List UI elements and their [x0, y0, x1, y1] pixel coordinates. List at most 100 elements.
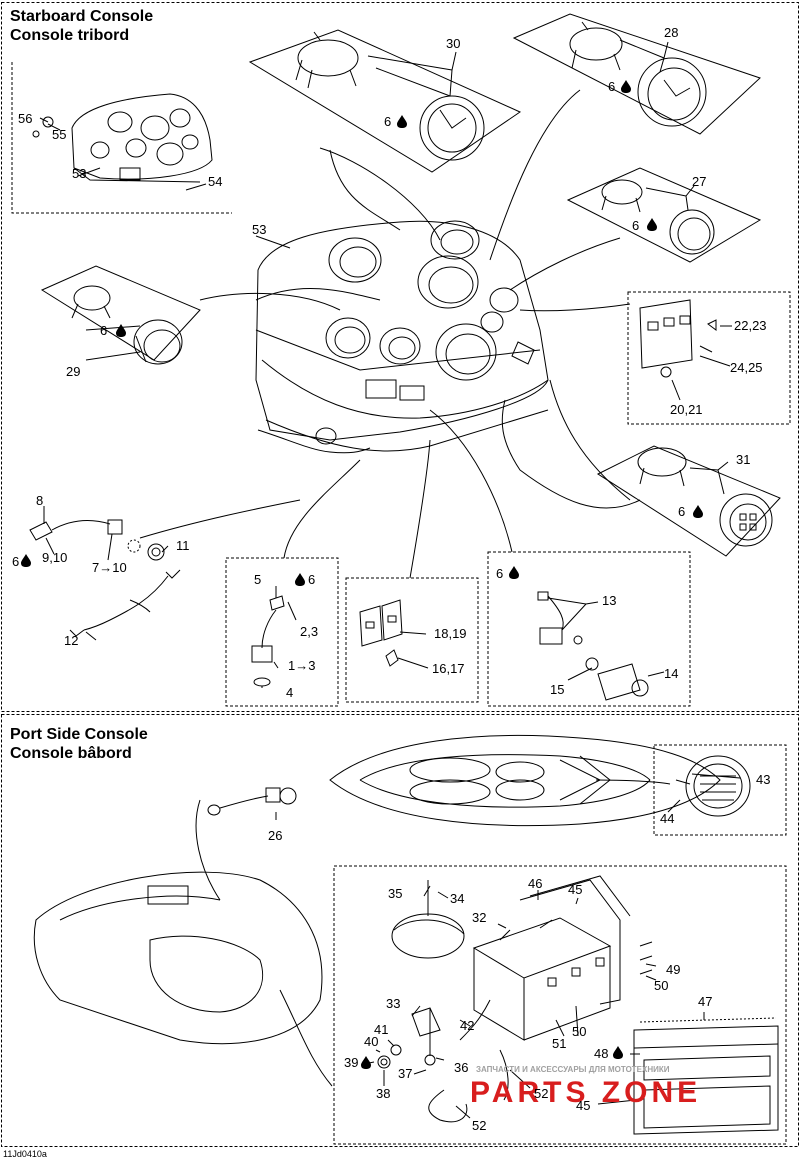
callout-label: 27 [692, 174, 706, 189]
callout-label: 41 [374, 1022, 388, 1037]
port-frame [1, 714, 799, 1147]
speaker-inset [653, 744, 787, 836]
starboard-frame [1, 2, 799, 712]
plug-assembly [207, 787, 297, 816]
callout-labels: 30 6 28 6 5 6 55 53 54 27 6 53 22,23 24,2… [12, 25, 770, 1133]
gauge-29 [71, 285, 183, 365]
fuse-inset [225, 557, 339, 707]
callout-label: 6 [100, 323, 107, 338]
port-title-en: Port Side Console [10, 726, 148, 743]
callout-label: 42 [460, 1018, 474, 1033]
callout-label: 12 [64, 633, 78, 648]
callout-label: 53 [252, 222, 266, 237]
callout-label: 30 [446, 36, 460, 51]
gauge-27 [601, 179, 715, 255]
callout-label: 7→10 [92, 560, 127, 575]
callout-label: 2,3 [300, 624, 318, 639]
callout-label: 36 [454, 1060, 468, 1075]
callout-label: 45 [568, 882, 582, 897]
callout-label: 32 [472, 910, 486, 925]
callout-label: 6 [12, 554, 19, 569]
callout-label: 20,21 [670, 402, 703, 417]
gauge-30 [295, 31, 485, 161]
callout-label: 11 [176, 538, 190, 553]
starboard-title-en: Starboard Console [10, 8, 154, 25]
callout-label: 29 [66, 364, 80, 379]
callout-label: 28 [664, 25, 678, 40]
drop-icon [509, 566, 519, 579]
callout-label: 47 [698, 994, 712, 1009]
callout-label: 55 [52, 127, 66, 142]
gauge-31 [637, 447, 773, 547]
overview-console [32, 93, 213, 183]
callout-label: 50 [654, 978, 668, 993]
gauge27-plate [566, 167, 762, 263]
callout-label: 31 [736, 452, 750, 467]
starter-switch [537, 591, 649, 701]
callout-label: 45 [576, 1098, 590, 1113]
callout-label: 5 [254, 572, 261, 587]
callout-label: 6 [308, 572, 315, 587]
callout-label: 43 [756, 772, 770, 787]
callout-label: 52 [534, 1086, 548, 1101]
oil-drop-icons [21, 80, 703, 1069]
callout-label: 51 [552, 1036, 566, 1051]
callout-label: 9,10 [42, 550, 67, 565]
callout-label: 46 [528, 876, 542, 891]
drop-icon [397, 115, 407, 128]
console-dashboard [255, 220, 631, 501]
callout-label: 16,17 [432, 661, 465, 676]
switch-inset [345, 577, 479, 703]
callout-label: 24,25 [730, 360, 763, 375]
gauge31-plate [596, 445, 781, 557]
callout-label: 15 [550, 682, 564, 697]
drop-icon [21, 554, 31, 567]
gauge-28 [569, 21, 707, 127]
callout-label: 6 [678, 504, 685, 519]
callout-label: 33 [386, 996, 400, 1011]
gauge30-plate [248, 29, 522, 173]
figure-code: 11Jd0410a [3, 1149, 47, 1159]
key-assembly [29, 519, 181, 637]
watermark-text: ЗАПЧАСТИ И АКСЕССУАРЫ ДЛЯ МОТОТЕХНИКИ [476, 1065, 670, 1074]
switch-panel-inset [627, 291, 791, 425]
port-console [33, 799, 333, 1087]
callout-label: 4 [286, 685, 293, 700]
callout-label: 34 [450, 891, 464, 906]
watermark: ЗАПЧАСТИ И АКСЕССУАРЫ ДЛЯ МОТОТЕХНИКИ PA… [470, 1065, 701, 1109]
drop-icon [361, 1056, 371, 1069]
radio-inset [333, 865, 787, 1145]
callout-label: 6 [496, 566, 503, 581]
drop-icon [693, 505, 703, 518]
callout-label: 52 [472, 1118, 486, 1133]
switch-plates [359, 599, 403, 667]
callout-label: 39 [344, 1055, 358, 1070]
callout-label: 44 [660, 811, 674, 826]
port-title-fr: Console bâbord [10, 745, 132, 762]
starboard-title-fr: Console tribord [10, 27, 130, 44]
callout-label: 6 [608, 79, 615, 94]
callout-label: 18,19 [434, 626, 467, 641]
drop-icon [647, 218, 657, 231]
callout-label: 13 [602, 593, 616, 608]
callout-label: 38 [376, 1086, 390, 1101]
boat-hull [329, 734, 721, 827]
callout-label: 50 [572, 1024, 586, 1039]
callout-label: 49 [666, 962, 680, 977]
callout-label: 14 [664, 666, 678, 681]
callout-label: 6 [384, 114, 391, 129]
radio-assembly [377, 875, 779, 1135]
callout-label: 40 [364, 1034, 378, 1049]
gauge28-plate [512, 13, 761, 135]
gauge29-plate [40, 265, 201, 361]
watermark-logo: PARTS ZONE [470, 1076, 701, 1109]
wire-harness [139, 89, 641, 579]
fuse-holder [251, 595, 285, 687]
callout-label: 22,23 [734, 318, 767, 333]
callout-label: 53 [72, 166, 86, 181]
drop-icon [116, 324, 126, 337]
callout-label: 37 [398, 1066, 412, 1081]
callout-label: 54 [208, 174, 222, 189]
leader-lines [39, 39, 741, 1119]
